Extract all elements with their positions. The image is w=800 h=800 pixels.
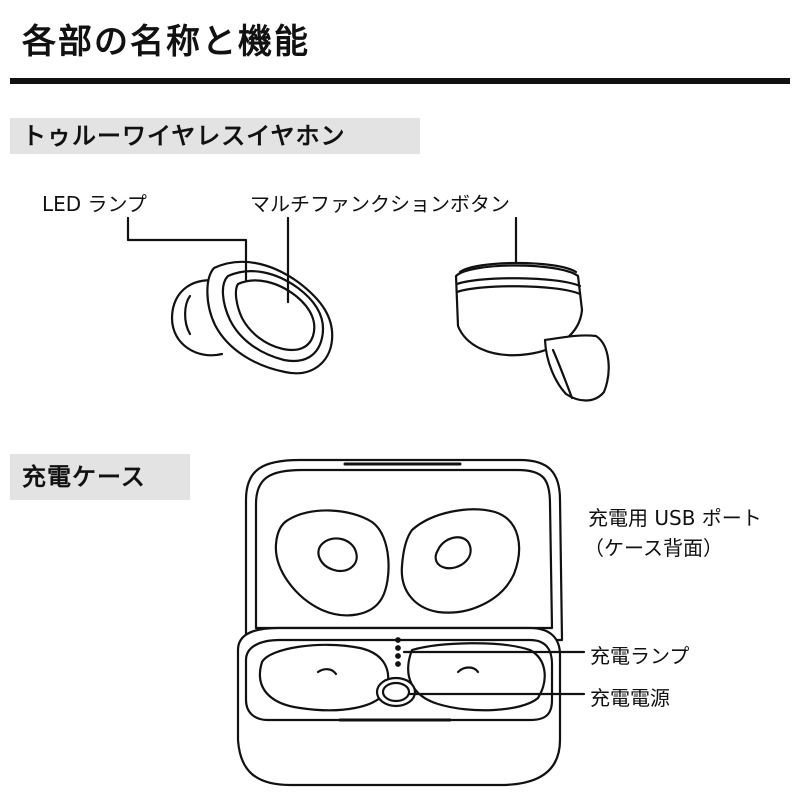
title-divider [10,78,790,84]
section-heading-case: 充電ケース [10,454,190,500]
earbud-side-illustration [454,261,610,402]
charge-power-label: 充電電源 [590,686,670,710]
page-title: 各部の名称と機能 [22,22,310,62]
charging-case-illustration [236,458,564,787]
earbud-front-illustration [170,260,334,375]
led-lamp-leader-line [126,216,248,282]
led-lamp-label: LED ランプ [42,192,147,216]
leader-lines [126,216,586,696]
charge-lamp-label: 充電ランプ [590,644,690,668]
multifunction-button-label: マルチファンクションボタン [250,192,510,216]
usb-port-note: （ケース背面） [584,536,723,560]
usb-port-label: 充電用 USB ポート [588,506,762,530]
section-heading-earbuds: トゥルーワイヤレスイヤホン [10,118,420,154]
